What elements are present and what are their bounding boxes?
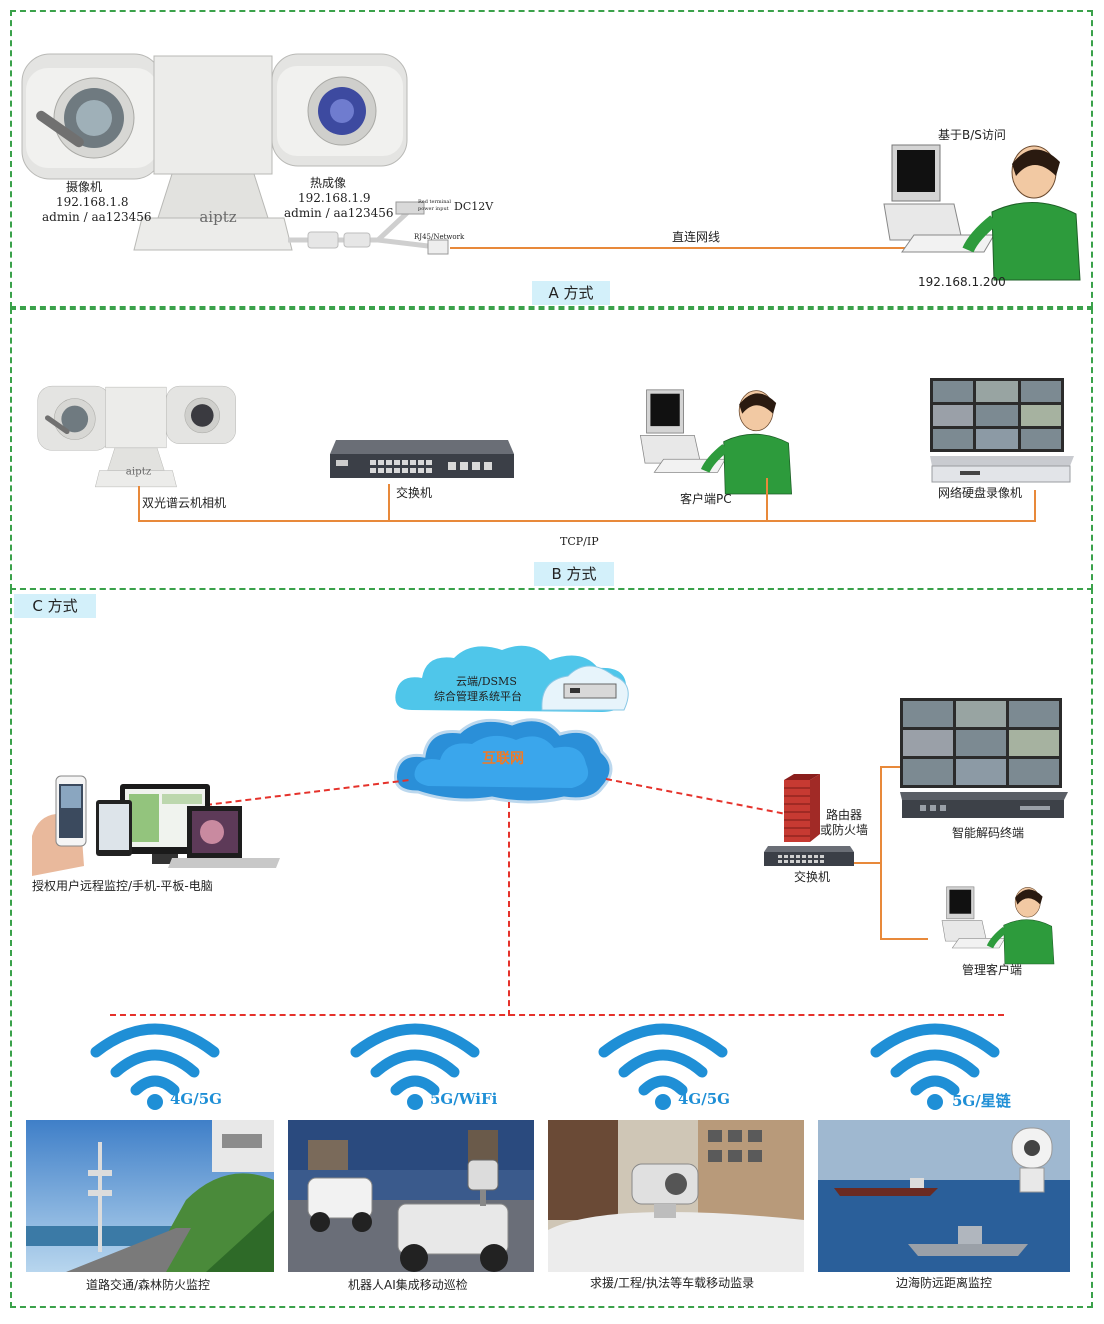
scene-photo-road — [26, 1120, 274, 1272]
internet-cloud-icon — [393, 718, 613, 804]
visible-cam-ip: 192.168.1.8 — [56, 195, 129, 209]
wifi-icon-2 — [350, 1023, 480, 1110]
cloud-platform-icon — [395, 645, 629, 712]
wireless-bus — [110, 1014, 1004, 1016]
scene-label-road: 道路交通/森林防火监控 — [86, 1278, 211, 1292]
client-pc-icon — [639, 389, 793, 495]
switch-c-label: 交换机 — [794, 870, 831, 884]
mgmt-branch — [880, 938, 928, 940]
nvr-drop — [1034, 490, 1036, 522]
network-label-3: 4G/5G — [678, 1090, 730, 1108]
pc-operator-icon — [883, 144, 1081, 281]
cloud-label-1: 云端/DSMS — [456, 675, 517, 688]
tcpip-label: TCP/IP — [560, 535, 599, 548]
section-a — [10, 10, 1093, 308]
switch-label: 交换机 — [396, 486, 433, 500]
internet-down-link — [508, 802, 510, 1016]
nvr-label: 网络硬盘录像机 — [938, 486, 1023, 500]
pc-ip: 192.168.1.200 — [918, 275, 1006, 289]
scene-photo-coast — [818, 1120, 1070, 1272]
section-b-tag: B 方式 — [534, 562, 614, 586]
section-c — [10, 588, 1093, 1308]
terminal-label-1: Red terminal — [418, 199, 452, 205]
direct-link-line — [450, 247, 910, 249]
switch-c-icon — [764, 846, 854, 866]
mgmt-label: 管理客户端 — [962, 963, 1023, 977]
wifi-icon-4 — [870, 1023, 1000, 1110]
pc-drop — [766, 478, 768, 522]
router-label-2: 或防火墙 — [820, 823, 869, 837]
camera-brand: aiptz — [199, 208, 236, 226]
client-pc-label: 客户端PC — [680, 492, 732, 506]
switch-branch-h — [854, 862, 882, 864]
camera-brand-small: aiptz — [126, 466, 152, 478]
thermal-cam-ip: 192.168.1.9 — [298, 191, 371, 205]
section-a-tag: A 方式 — [532, 281, 610, 305]
wifi-icon-1 — [90, 1023, 220, 1110]
thermal-cam-login: admin / aa123456 — [284, 206, 394, 220]
switch-drop — [388, 484, 390, 522]
terminal-label-2: power input — [418, 206, 449, 212]
decoder-wall-icon — [900, 698, 1068, 818]
camera-label: 双光谱云机相机 — [142, 496, 227, 510]
rj45-label: RJ45/Network — [414, 233, 465, 241]
decoder-label: 智能解码终端 — [952, 826, 1025, 840]
remote-label: 授权用户远程监控/手机-平板-电脑 — [32, 879, 213, 893]
network-label-4: 5G/星链 — [952, 1092, 1011, 1110]
wifi-icon-3 — [598, 1023, 728, 1110]
switch-icon — [330, 440, 514, 478]
network-label-1: 4G/5G — [170, 1090, 222, 1108]
scene-label-vehicle: 求援/工程/执法等车载移动监录 — [590, 1276, 755, 1290]
tcpip-bus — [138, 520, 1036, 522]
branch-vertical — [880, 766, 882, 940]
scene-label-robot: 机器人AI集成移动巡检 — [348, 1278, 468, 1292]
video-wall-nvr-icon — [930, 378, 1074, 483]
scene-photo-vehicle — [548, 1120, 804, 1272]
internet-label: 互联网 — [482, 751, 524, 767]
firewall-router-icon — [784, 774, 820, 842]
dual-ptz-camera: aiptz — [21, 53, 408, 251]
thermal-cam-name: 热成像 — [310, 176, 347, 190]
dual-ptz-camera-small: aiptz — [37, 385, 236, 488]
decoder-branch — [880, 766, 902, 768]
power-network-cable — [288, 201, 449, 255]
scene-photo-robot — [288, 1120, 534, 1272]
section-c-tag: C 方式 — [14, 594, 96, 618]
scene-label-coast: 边海防远距离监控 — [896, 1276, 993, 1290]
router-label-1: 路由器 — [826, 808, 863, 822]
camera-drop — [138, 486, 140, 522]
pc-access-title: 基于B/S访问 — [938, 128, 1006, 142]
dc-label: DC12V — [454, 200, 494, 213]
visible-cam-name: 摄像机 — [66, 180, 103, 194]
direct-link-label: 直连网线 — [672, 230, 721, 244]
mgmt-client-icon — [941, 886, 1055, 965]
network-label-2: 5G/WiFi — [430, 1090, 498, 1108]
visible-cam-login: admin / aa123456 — [42, 210, 152, 224]
cloud-label-2: 综合管理系统平台 — [434, 690, 522, 703]
remote-devices-icon — [32, 775, 280, 876]
